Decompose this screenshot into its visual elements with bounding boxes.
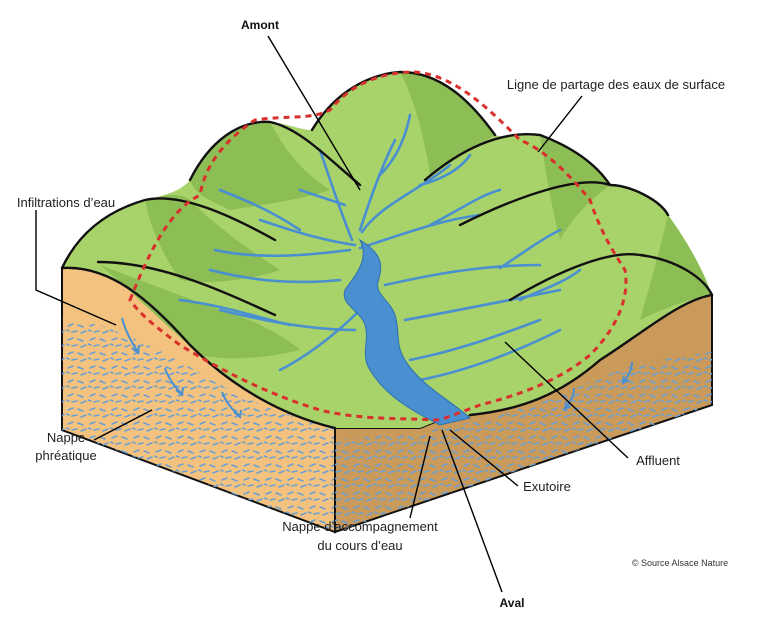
ridge-lines — [60, 70, 714, 430]
infiltration-arrows — [121, 317, 633, 419]
groundwater-side — [335, 352, 712, 532]
groundwater-front — [62, 318, 335, 532]
label-nappe-phreatique-1: Nappe — [47, 430, 85, 445]
hill-shade-4 — [100, 265, 300, 359]
main-river — [343, 238, 472, 426]
hill-shade-5 — [540, 135, 610, 240]
label-exutoire: Exutoire — [523, 479, 571, 494]
label-ligne-partage: Ligne de partage des eaux de surface — [507, 77, 725, 92]
label-nappe-accomp-2: du cours d’eau — [317, 538, 402, 553]
watershed-boundary — [128, 70, 628, 422]
label-nappe-phreatique-2: phréatique — [35, 448, 96, 463]
source-credit: © Source Alsace Nature — [632, 558, 728, 568]
label-aval: Aval — [500, 596, 525, 610]
tributaries — [178, 113, 582, 382]
hill-shade-6 — [640, 215, 712, 320]
label-affluent: Affluent — [636, 453, 680, 468]
label-nappe-accomp-1: Nappe d’accompagnement — [282, 519, 438, 534]
leader-lines — [35, 35, 629, 593]
hill-shade-2 — [400, 72, 495, 175]
label-amont: Amont — [241, 18, 279, 32]
hill-shade-3 — [145, 195, 280, 282]
label-infiltrations: Infiltrations d’eau — [17, 195, 115, 210]
hill-shade-1 — [190, 121, 330, 210]
